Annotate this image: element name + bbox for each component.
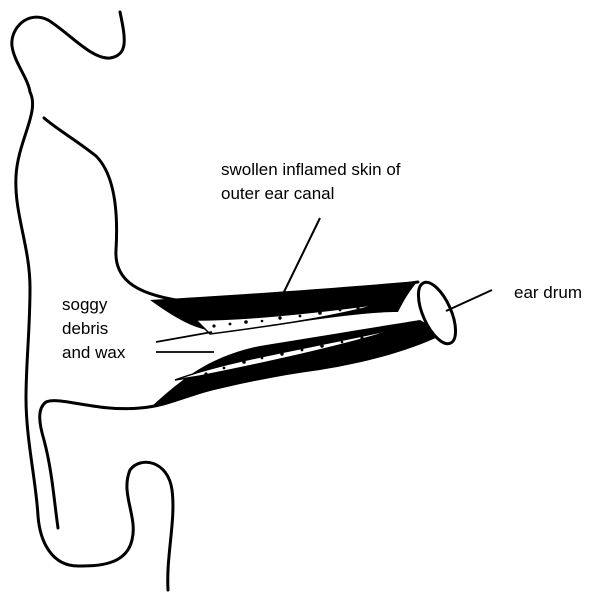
debris-label-line-3: and wax <box>62 341 125 365</box>
inflamed-skin-lower-wall <box>150 320 440 408</box>
debris-label: soggy debris and wax <box>62 293 125 365</box>
upper-concha-contour <box>44 118 418 303</box>
pointer-ear-drum <box>446 290 492 311</box>
inflamed-skin-label: swollen inflamed skin of outer ear canal <box>221 158 401 206</box>
inflamed-skin-upper-wall <box>150 281 418 332</box>
debris-label-line-1: soggy <box>62 293 125 317</box>
debris-label-line-2: debris <box>62 317 125 341</box>
ear-drum-label: ear drum <box>514 281 582 305</box>
pointer-inflamed-skin <box>282 218 320 296</box>
inflamed-skin-label-line-2: outer ear canal <box>221 182 401 206</box>
inflamed-skin-label-line-1: swollen inflamed skin of <box>221 158 401 182</box>
pointer-debris-1 <box>156 332 212 342</box>
